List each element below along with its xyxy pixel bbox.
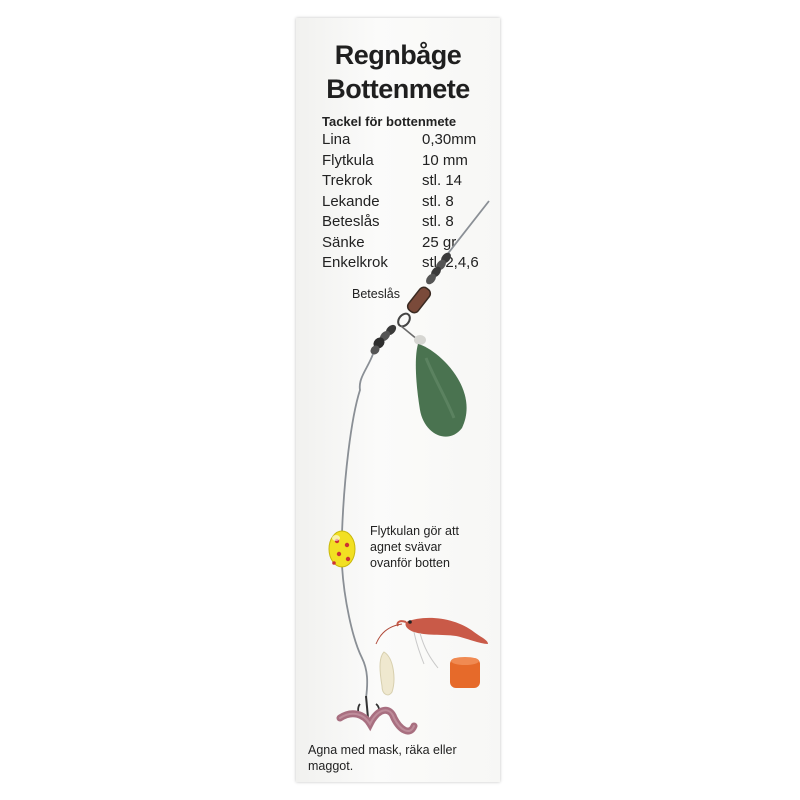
float-caption: Flytkulan gör att agnet svävar ovanför b… bbox=[370, 523, 495, 571]
bait-caption-line: Agna med mask, räka eller bbox=[308, 743, 457, 757]
spec-row: Beteslås stl. 8 bbox=[322, 213, 479, 234]
spec-name: Enkelkrok bbox=[322, 254, 388, 271]
swivel-icon bbox=[370, 324, 397, 355]
spec-row: Sänke 25 gr bbox=[322, 234, 479, 255]
spec-value: stl. 14 bbox=[422, 172, 463, 189]
product-card: Regnbåge Bottenmete Tackel för bottenmet… bbox=[296, 18, 500, 782]
spec-name: Sänke bbox=[322, 233, 365, 251]
snap-icon bbox=[397, 286, 432, 328]
title-line-2: Bottenmete bbox=[326, 74, 470, 104]
float-icon bbox=[328, 530, 356, 568]
title-line-1: Regnbåge bbox=[334, 40, 462, 70]
spec-value: 0,30mm bbox=[422, 131, 477, 148]
spec-row: Lekande stl. 8 bbox=[322, 193, 479, 214]
page-title: Regnbåge Bottenmete bbox=[296, 38, 500, 106]
spec-name: Beteslås bbox=[322, 213, 380, 230]
bait-caption-line: maggot. bbox=[308, 759, 354, 773]
spec-name: Lekande bbox=[322, 192, 380, 210]
spec-name: Trekrok bbox=[322, 172, 373, 189]
spec-value: 25 gr bbox=[422, 233, 457, 251]
spec-name: Flytkula bbox=[322, 151, 374, 169]
spec-row: Lina 0,30mm bbox=[322, 131, 479, 152]
spec-value: stl. 8 bbox=[422, 213, 454, 230]
spec-name: Lina bbox=[322, 131, 351, 148]
sinker-icon bbox=[414, 335, 467, 437]
float-caption-line: Flytkulan gör att bbox=[370, 524, 459, 538]
rig-illustration bbox=[328, 200, 490, 735]
float-caption-line: agnet svävar bbox=[370, 540, 442, 554]
bait-egg-icon bbox=[450, 657, 480, 688]
leader-line-lower bbox=[341, 565, 369, 699]
float-caption-line: ovanför botten bbox=[370, 556, 450, 570]
spec-value: 10 mm bbox=[422, 151, 468, 169]
shrimp-icon bbox=[375, 617, 488, 669]
leader-line bbox=[341, 353, 374, 534]
spec-value: stl. 8 bbox=[422, 192, 454, 210]
main-line bbox=[445, 200, 490, 257]
spec-row: Flytkula 10 mm bbox=[322, 152, 479, 173]
swivel-icon bbox=[426, 252, 451, 285]
bait-caption: Agna med mask, räka eller maggot. bbox=[308, 742, 498, 774]
spec-row: Trekrok stl. 14 bbox=[322, 172, 479, 193]
worm-icon bbox=[336, 706, 418, 735]
maggot-icon bbox=[379, 651, 395, 696]
specs-heading: Tackel för bottenmete bbox=[322, 114, 457, 129]
snap-label: Beteslås bbox=[352, 287, 400, 301]
